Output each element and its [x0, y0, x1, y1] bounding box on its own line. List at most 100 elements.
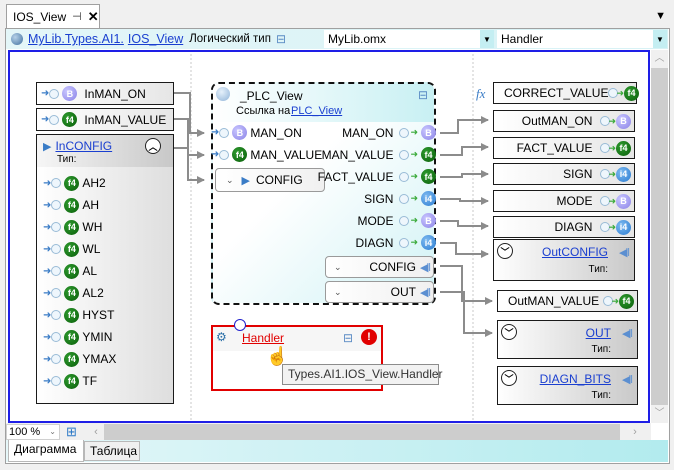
chevron-down-icon[interactable]: ▼: [480, 30, 494, 48]
plc-output-port[interactable]: MODE ➜ B: [357, 213, 436, 228]
collapse-up-icon[interactable]: ︿: [145, 138, 161, 154]
port-icon[interactable]: [219, 149, 230, 160]
struct-field[interactable]: ➜ f4 TF: [43, 370, 173, 392]
chevron-down-icon[interactable]: ⌄: [334, 286, 342, 297]
tab-diagram[interactable]: Диаграмма: [8, 440, 84, 462]
port-icon[interactable]: [603, 296, 614, 306]
input-node-man-on[interactable]: ➜ B InMAN_ON: [36, 82, 174, 105]
tab-menu-icon[interactable]: ▼: [655, 10, 666, 22]
plc-view-block[interactable]: _PLC_View Ссылка на PLC_View ⊟ ➜ B MAN_O…: [211, 82, 436, 305]
port-icon[interactable]: [51, 310, 62, 320]
scroll-up-icon[interactable]: ︿: [654, 53, 665, 64]
port-icon[interactable]: [51, 354, 62, 364]
port-icon[interactable]: [600, 116, 611, 126]
output-node-out-man-value[interactable]: OutMAN_VALUE ➜ f4: [497, 290, 638, 312]
handler-connection-point[interactable]: [234, 319, 246, 331]
port-icon[interactable]: [600, 196, 611, 206]
port-icon[interactable]: [51, 200, 62, 210]
port-icon[interactable]: [51, 376, 62, 386]
port-icon[interactable]: [219, 127, 230, 138]
port-icon[interactable]: [399, 237, 410, 248]
output-node[interactable]: MODE ➜ B: [493, 190, 635, 212]
port-icon[interactable]: [399, 171, 410, 182]
breadcrumb-link-type[interactable]: MyLib.Types.AI1.: [28, 32, 124, 46]
plc-input-man-value[interactable]: ➜ f4 MAN_VALUE: [211, 147, 322, 162]
port-icon[interactable]: [600, 143, 611, 153]
struct-field[interactable]: ➜ f4 YMIN: [43, 326, 173, 348]
chevron-down-icon[interactable]: ⌄: [226, 174, 234, 185]
scroll-thumb[interactable]: [651, 68, 668, 405]
close-icon[interactable]: ✕: [87, 8, 99, 24]
horizontal-scrollbar[interactable]: ‹ ›: [88, 424, 650, 440]
scroll-left-icon[interactable]: ‹: [88, 424, 104, 440]
logical-type-icon[interactable]: ⊟: [417, 88, 428, 102]
expand-down-icon[interactable]: ﹀: [501, 324, 517, 340]
vertical-scrollbar[interactable]: ︿ ﹀: [651, 50, 668, 423]
pin-icon[interactable]: ⊣: [72, 11, 82, 23]
port-icon[interactable]: [399, 215, 410, 226]
reference-link[interactable]: PLC_View: [291, 105, 343, 117]
zoom-select[interactable]: 100 % ⌄: [6, 424, 60, 440]
input-node-man-value[interactable]: ➜ f4 InMAN_VALUE: [36, 108, 174, 131]
plc-input-config[interactable]: ⌄ ▶ CONFIG: [215, 168, 325, 192]
logical-type-icon[interactable]: ⊟: [275, 32, 286, 46]
library-combo[interactable]: MyLib.omx ▼: [324, 30, 494, 48]
formula-icon[interactable]: fx: [476, 86, 486, 101]
output-node[interactable]: DIAGN ➜ i4: [493, 216, 635, 238]
struct-field[interactable]: ➜ f4 AL: [43, 260, 173, 282]
expand-down-icon[interactable]: ﹀: [501, 370, 517, 386]
port-icon[interactable]: [399, 193, 410, 204]
grid-icon[interactable]: ⊞: [66, 424, 77, 439]
tab-table[interactable]: Таблица: [84, 441, 140, 461]
expand-down-icon[interactable]: ﹀: [497, 243, 513, 259]
port-icon[interactable]: [49, 114, 60, 125]
port-icon[interactable]: [51, 266, 62, 276]
struct-link[interactable]: DIAGN_BITS: [539, 372, 611, 386]
input-struct-config[interactable]: ▶ InCONFIG Тип: ︿ ➜ f4 AH2➜ f4 AH➜ f4 WH…: [36, 134, 174, 404]
handler-combo[interactable]: Handler ▼: [497, 30, 667, 48]
output-node[interactable]: SIGN ➜ i4: [493, 163, 635, 185]
plc-output-port[interactable]: SIGN ➜ i4: [364, 191, 436, 206]
plc-output-port[interactable]: FACT_VALUE ➜ f4: [318, 169, 436, 184]
struct-field[interactable]: ➜ f4 HYST: [43, 304, 173, 326]
struct-link[interactable]: InCONFIG: [55, 139, 113, 153]
port-icon[interactable]: [51, 222, 62, 232]
chevron-down-icon[interactable]: ▼: [653, 30, 667, 48]
plc-output-port[interactable]: MAN_VALUE ➜ f4: [322, 147, 436, 162]
struct-link[interactable]: OutCONFIG: [541, 245, 608, 259]
breadcrumb-link-view[interactable]: IOS_View: [127, 32, 184, 46]
document-tab[interactable]: IOS_View ⊣ ✕: [6, 4, 100, 28]
handler-link[interactable]: Handler: [242, 331, 285, 345]
struct-field[interactable]: ➜ f4 AH2: [43, 172, 173, 194]
port-icon[interactable]: [399, 149, 410, 160]
scroll-right-icon[interactable]: ›: [620, 424, 650, 440]
chevron-down-icon[interactable]: ⌄: [49, 427, 56, 436]
port-icon[interactable]: [399, 127, 410, 138]
plc-output-port[interactable]: DIAGN ➜ i4: [355, 235, 436, 250]
plc-output-config[interactable]: ⌄ CONFIG ◀‖: [325, 256, 434, 278]
port-icon[interactable]: [600, 169, 611, 179]
plc-output-out[interactable]: ⌄ OUT ◀‖: [325, 281, 434, 303]
output-struct-diagn-bits[interactable]: ﹀ DIAGN_BITS ◀‖ Тип:: [497, 366, 638, 405]
output-node-correct-value[interactable]: CORRECT_VALUE ➜ f4: [493, 82, 640, 104]
port-icon[interactable]: [608, 88, 619, 98]
struct-field[interactable]: ➜ f4 WL: [43, 238, 173, 260]
error-icon[interactable]: !: [361, 329, 377, 345]
output-node[interactable]: OutMAN_ON ➜ B: [493, 110, 635, 132]
struct-field[interactable]: ➜ f4 YMAX: [43, 348, 173, 370]
logical-type-icon[interactable]: ⊟: [343, 331, 354, 345]
port-icon[interactable]: [51, 288, 62, 298]
port-icon[interactable]: [51, 332, 62, 342]
struct-field[interactable]: ➜ f4 AH: [43, 194, 173, 216]
port-icon[interactable]: [51, 178, 62, 188]
port-icon[interactable]: [600, 222, 611, 232]
struct-link[interactable]: OUT: [585, 326, 611, 340]
plc-output-port[interactable]: MAN_ON ➜ B: [342, 125, 436, 140]
struct-field[interactable]: ➜ f4 WH: [43, 216, 173, 238]
output-struct-out[interactable]: ﹀ OUT ◀‖ Тип:: [497, 320, 638, 359]
output-struct-config[interactable]: ﹀ OutCONFIG ◀‖ Тип:: [493, 239, 635, 281]
plc-input-man-on[interactable]: ➜ B MAN_ON: [211, 125, 302, 140]
chevron-down-icon[interactable]: ⌄: [334, 261, 342, 272]
output-node[interactable]: FACT_VALUE ➜ f4: [493, 137, 635, 159]
struct-field[interactable]: ➜ f4 AL2: [43, 282, 173, 304]
